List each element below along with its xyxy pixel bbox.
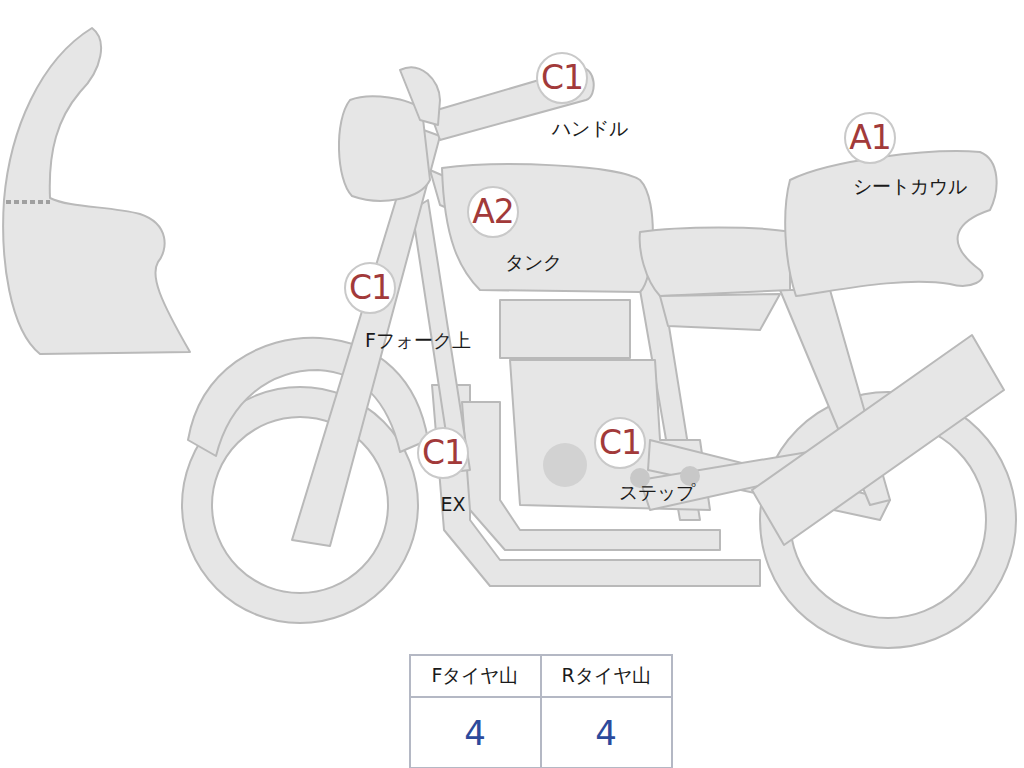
grade-circle: A2タンク	[466, 185, 520, 239]
grade-code: C1	[416, 426, 470, 480]
table-header: Rタイヤ山	[561, 663, 650, 689]
part-name: ハンドル	[552, 116, 628, 142]
table-header: Fタイヤ山	[432, 663, 519, 689]
grade-circle: C1ハンドル	[535, 51, 589, 105]
part-name: EX	[440, 493, 465, 515]
grade-circle: C1EX	[416, 426, 470, 480]
grade-code: A1	[843, 111, 897, 165]
part-name: タンク	[505, 250, 562, 276]
table-value: 4	[595, 713, 617, 753]
grade-circle: A1シートカウル	[843, 111, 897, 165]
grade-code: C1	[593, 416, 647, 470]
part-name: Fフォーク上	[365, 328, 471, 354]
grade-code: A2	[466, 185, 520, 239]
table-value: 4	[464, 713, 486, 753]
part-name: シートカウル	[853, 174, 967, 200]
grade-circle: C1Fフォーク上	[343, 261, 397, 315]
grade-code: C1	[343, 261, 397, 315]
part-name: ステップ	[619, 480, 695, 506]
grade-code: C1	[535, 51, 589, 105]
grade-circle: C1ステップ	[593, 416, 647, 470]
